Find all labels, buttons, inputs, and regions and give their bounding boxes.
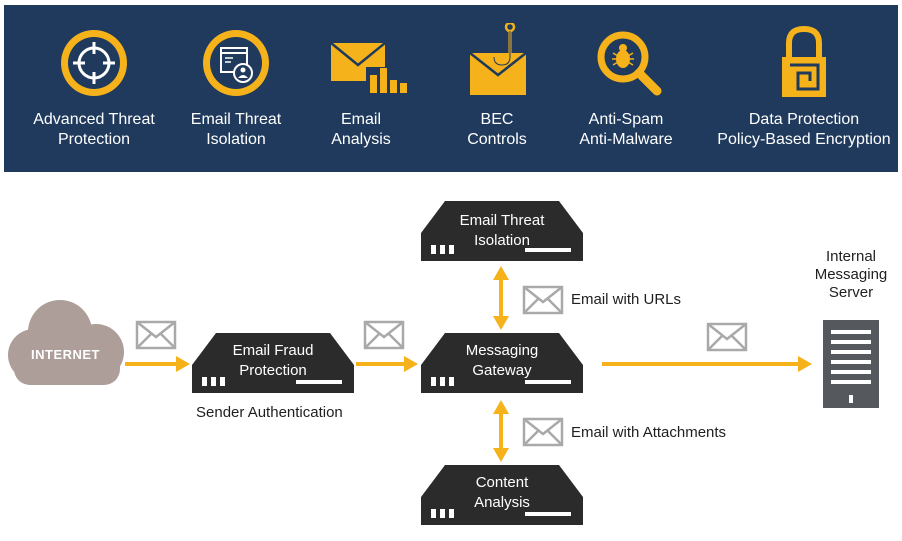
email-with-attachments-label: Email with Attachments — [571, 424, 727, 441]
magnifier-bug-icon — [597, 31, 662, 96]
sender-authentication-label: Sender Authentication — [196, 404, 343, 421]
envelope-icon — [522, 285, 564, 315]
appliance-icon — [421, 465, 583, 525]
internet-cloud-icon — [8, 300, 124, 385]
padlock-icon — [782, 25, 826, 97]
appliance-icon — [192, 333, 354, 393]
envelope-icon — [522, 417, 564, 447]
envelope-icon — [135, 320, 177, 350]
browser-user-isolation-icon — [203, 30, 269, 96]
envelope-icon — [706, 322, 748, 352]
envelope-bar-chart-icon — [330, 42, 408, 95]
server-icon — [823, 320, 879, 408]
envelope-fishhook-icon — [469, 23, 527, 95]
envelope-icon — [363, 320, 405, 350]
appliance-icon — [421, 201, 583, 261]
appliance-icon — [421, 333, 583, 393]
crosshair-target-icon — [61, 30, 127, 96]
internet-label: INTERNET — [31, 347, 100, 362]
email-with-urls-label: Email with URLs — [571, 291, 682, 308]
